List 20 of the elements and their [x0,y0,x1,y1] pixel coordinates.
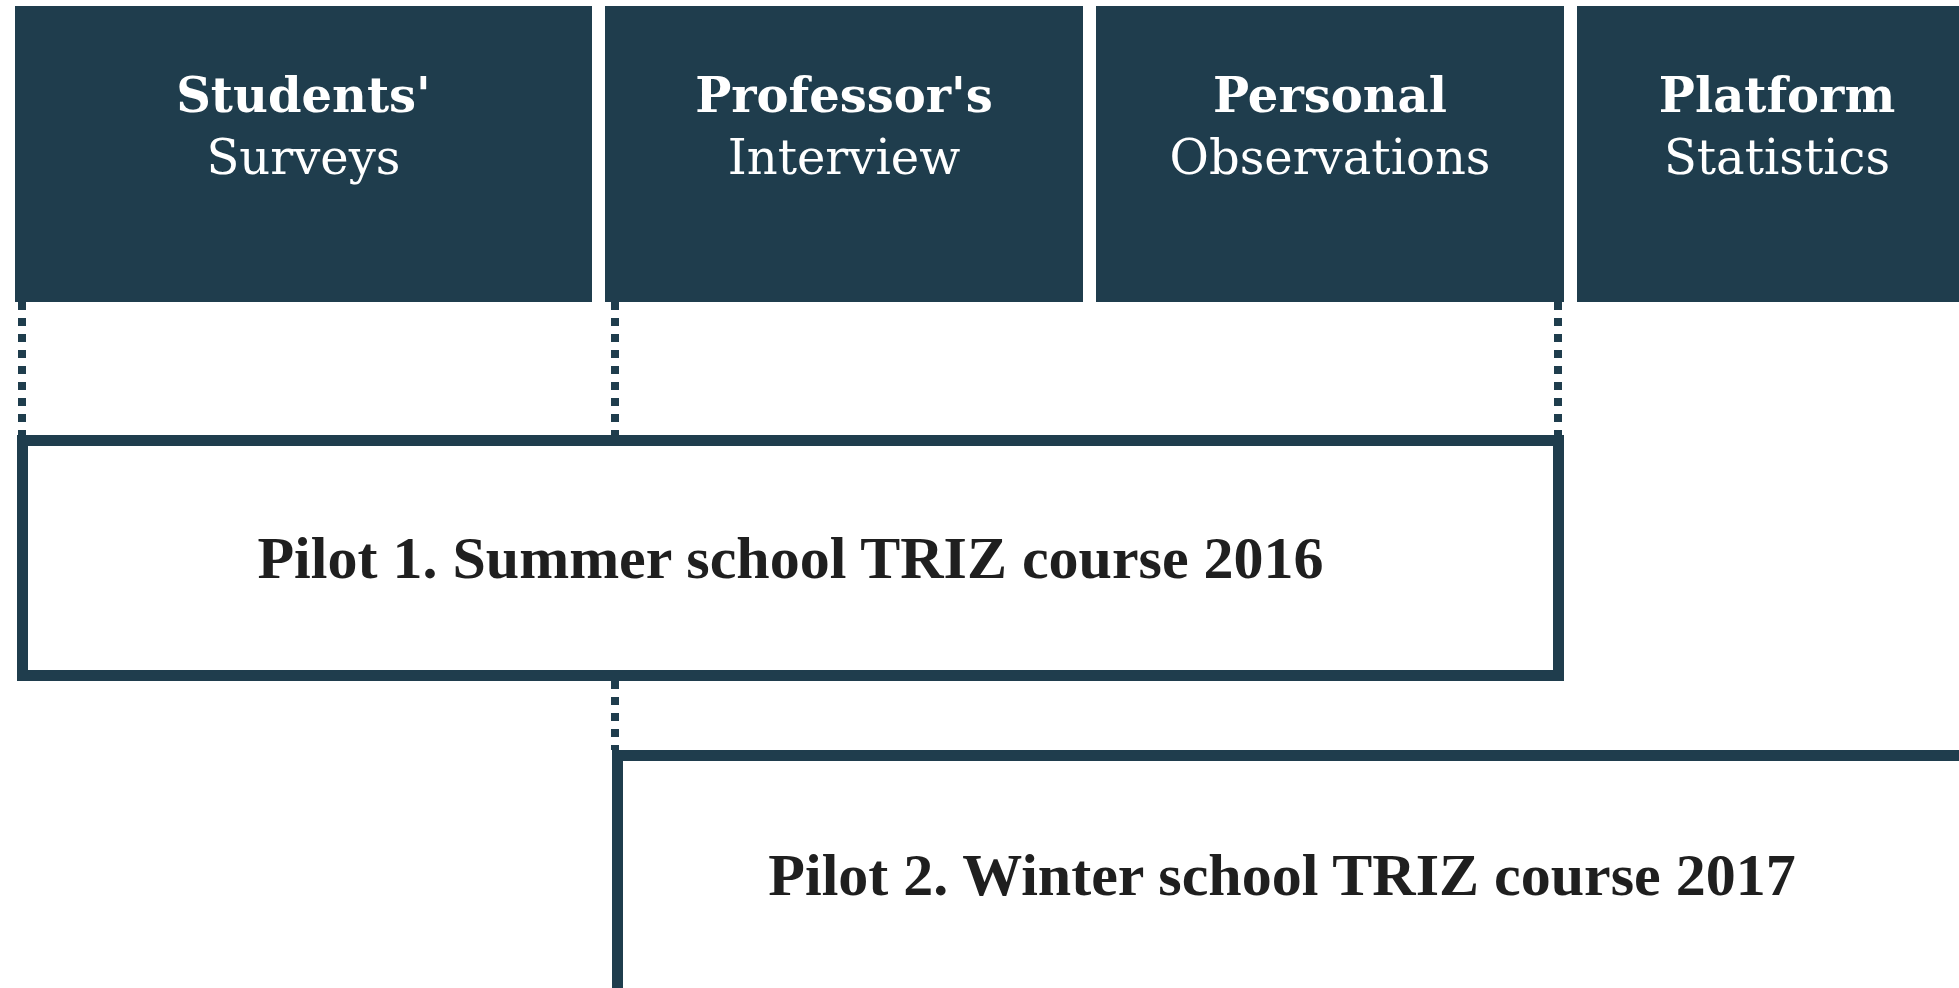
dotted-connector [18,302,26,435]
box-subheading: Interview [727,128,961,188]
box-heading: Platform [1658,66,1896,125]
dotted-connector [611,302,619,435]
box-heading: Personal [1213,66,1447,125]
box-heading: Students' [176,66,431,125]
dotted-connector [1554,302,1562,435]
box-heading: Professor's [695,66,993,125]
source-box [605,6,1083,302]
source-box [1577,6,1959,302]
source-box [1096,6,1564,302]
source-box [15,6,592,302]
pilot-title: Pilot 1. Summer school TRIZ course 2016 [257,523,1324,593]
pilot-box [17,435,1564,681]
box-subheading: Observations [1169,128,1491,188]
pilot-title: Pilot 2. Winter school TRIZ course 2017 [768,840,1796,910]
box-subheading: Statistics [1663,128,1891,188]
dotted-connector [611,681,619,750]
box-subheading: Surveys [206,128,401,188]
pilot-box [612,750,1959,988]
